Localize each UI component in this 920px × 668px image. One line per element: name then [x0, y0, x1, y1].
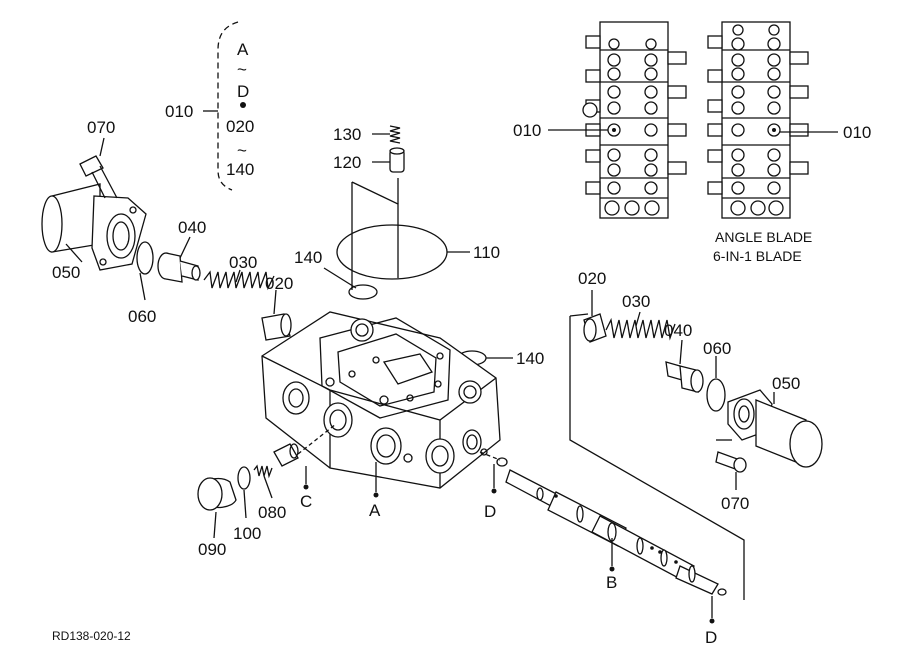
label-020-left: 020	[265, 274, 293, 293]
valve-stack-right	[707, 21, 838, 219]
pointer-a	[373, 462, 379, 498]
variant-label-angle-blade: ANGLE BLADE	[715, 229, 812, 245]
left-collar-020	[261, 289, 292, 341]
right-spring-030	[605, 311, 676, 341]
variant-label-6in1-blade: 6-IN-1 BLADE	[713, 248, 802, 264]
mark-d-right: D	[705, 628, 717, 647]
label-range-020: 020	[226, 117, 254, 136]
mark-c: C	[300, 492, 312, 511]
o-ring-140-left	[323, 267, 378, 300]
label-100: 100	[233, 524, 261, 543]
label-range-140: 140	[226, 160, 254, 179]
range-bracket	[203, 21, 246, 191]
right-end-cap-050	[716, 389, 823, 468]
label-110: 110	[473, 243, 500, 262]
o-ring-100	[237, 466, 251, 519]
left-spring-seat-040	[157, 236, 201, 283]
left-end-cap	[41, 155, 147, 271]
label-050-left: 050	[52, 263, 80, 282]
label-060-left: 060	[128, 307, 156, 326]
check-plug-c	[273, 423, 337, 490]
label-070-left: 070	[87, 118, 115, 137]
spool	[505, 469, 719, 595]
label-130: 130	[333, 125, 361, 144]
label-140-left: 140	[294, 248, 322, 267]
label-010-right-a: 010	[513, 121, 541, 140]
plug-090	[197, 477, 237, 539]
left-spring-030	[203, 269, 275, 291]
label-030-right: 030	[622, 292, 650, 311]
label-060-right: 060	[703, 339, 731, 358]
right-o-ring-060	[706, 356, 726, 412]
label-range-a: A	[237, 40, 249, 59]
leader-frame-top	[351, 178, 399, 290]
valve-stack-left	[548, 21, 687, 219]
pointer-d-left	[479, 451, 508, 494]
left-o-ring-060	[136, 241, 154, 301]
label-050-right: 050	[772, 374, 800, 393]
label-030-left: 030	[229, 253, 257, 272]
mark-a: A	[369, 501, 381, 520]
label-010-left: 010	[165, 102, 193, 121]
o-ring-110	[336, 224, 470, 280]
right-spring-seat-040	[665, 339, 704, 393]
label-tilde-1: ~	[237, 60, 247, 79]
label-020-right: 020	[578, 269, 606, 288]
label-range-d: D	[237, 82, 249, 101]
label-140-right: 140	[516, 349, 544, 368]
plug-120	[372, 147, 405, 173]
right-collar-020	[583, 290, 607, 343]
label-090: 090	[198, 540, 226, 559]
mark-d-left: D	[484, 502, 496, 521]
detent-spring-130	[372, 125, 401, 144]
valve-body	[261, 311, 501, 489]
right-leader-frame	[569, 313, 745, 600]
mark-b: B	[606, 573, 617, 592]
label-040-right: 040	[664, 321, 692, 340]
label-tilde-2: ~	[237, 141, 247, 160]
label-080: 080	[258, 503, 286, 522]
label-010-right-b: 010	[843, 123, 871, 142]
label-120: 120	[333, 153, 361, 172]
reference-code: RD138-020-12	[52, 629, 131, 643]
range-dot	[240, 102, 246, 108]
spring-080	[253, 464, 273, 499]
pointer-d-right	[709, 588, 727, 624]
label-040-left: 040	[178, 218, 206, 237]
label-070-right: 070	[721, 494, 749, 513]
bolt-070-right	[715, 451, 747, 490]
